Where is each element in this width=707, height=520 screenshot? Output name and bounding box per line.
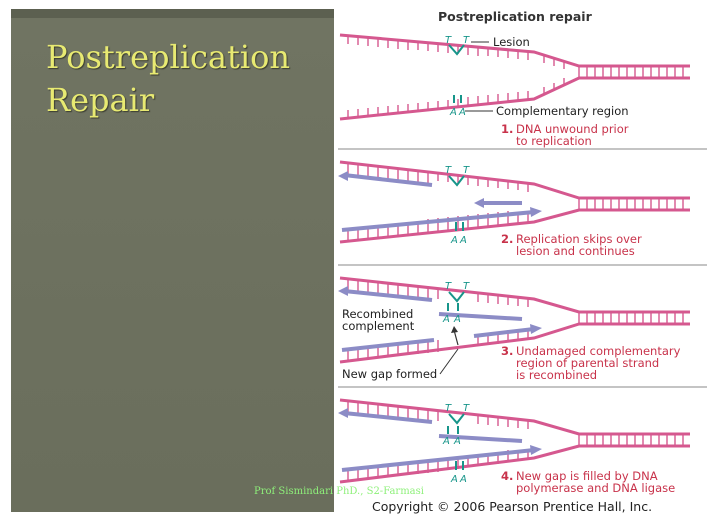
- step-1-text-line-1: DNA unwound prior: [516, 122, 629, 136]
- bottom-strand-bases: [347, 450, 529, 481]
- new-strand-top: [343, 411, 433, 424]
- new-strand-bottom: [341, 210, 535, 232]
- recombined-complement-label-line-1: Recombined: [342, 307, 413, 321]
- panel-3: T T A A Recombined complement New gap fo…: [338, 276, 690, 382]
- recombined-segment: [438, 312, 523, 321]
- slide-title-line-1: Postreplication: [46, 38, 290, 76]
- new-gap-leader-line: [439, 348, 459, 375]
- step-1-text-line-2: to replication: [516, 134, 592, 148]
- panel-1: T T A A Lesion Complementary region 1. D…: [339, 33, 690, 148]
- base-t: T: [463, 165, 470, 176]
- new-strand-top: [343, 173, 433, 187]
- step-3-text-line-1: Undamaged complementary: [516, 344, 681, 358]
- recombined-segment: [438, 434, 523, 443]
- new-strand-bottom-right: [473, 327, 535, 338]
- new-gap-label: New gap formed: [342, 367, 437, 381]
- bottom-strand-bases: [347, 211, 529, 241]
- top-strand-bases: [347, 36, 565, 69]
- top-strand-bases: [347, 163, 529, 192]
- complementary-bases: [455, 222, 464, 231]
- recombined-bases: [447, 426, 459, 434]
- panel-2: T T A A 2. Replication skips over lesion…: [338, 160, 690, 258]
- new-strand-top-arrowhead: [338, 286, 348, 296]
- step-2-number: 2.: [501, 232, 513, 246]
- postreplication-repair-figure: Postreplication repair T T A A Lesion Co…: [334, 0, 707, 520]
- new-strand-bottom-arrowhead: [530, 207, 542, 217]
- thymine-dimer-lesion: [448, 44, 465, 56]
- new-strand-top-arrowhead: [338, 171, 348, 181]
- base-a: A: [450, 235, 458, 246]
- complementary-region-label: Complementary region: [496, 104, 629, 118]
- filled-gap-bases: [455, 461, 464, 470]
- base-t: T: [445, 35, 452, 46]
- step-4-number: 4.: [501, 469, 513, 483]
- base-a: A: [459, 474, 467, 485]
- new-strand-top-arrowhead: [338, 408, 348, 418]
- recombination-arrow: [453, 329, 459, 346]
- base-t: T: [463, 403, 470, 414]
- base-a: A: [442, 436, 450, 447]
- panel-4: T T A A A A 4. New gap is filled by DNA …: [338, 398, 690, 495]
- new-strand-fragment-arrowhead: [474, 198, 484, 208]
- duplex-base-pairs: [578, 312, 684, 324]
- recombination-arrowhead: [451, 326, 458, 333]
- base-a: A: [453, 436, 461, 447]
- base-t: T: [445, 403, 452, 414]
- slide-background: [11, 9, 334, 512]
- base-t: T: [463, 281, 470, 292]
- duplex-base-pairs: [578, 198, 684, 210]
- new-strand-bottom-arrowhead: [530, 324, 542, 334]
- recombined-bases: [447, 303, 459, 311]
- footer-credit: Prof Sismindari PhD., S2-Farmasi: [254, 486, 424, 497]
- top-strand-bases: [347, 401, 529, 429]
- base-a: A: [453, 314, 461, 325]
- repaired-new-strand-arrowhead: [530, 445, 542, 455]
- slide-title-line-2: Repair: [46, 81, 155, 119]
- base-t: T: [445, 165, 452, 176]
- step-3-number: 3.: [501, 344, 513, 358]
- thymine-dimer-lesion: [448, 413, 465, 425]
- base-t: T: [445, 281, 452, 292]
- base-a: A: [449, 107, 457, 118]
- step-2-text-line-2: lesion and continues: [516, 244, 635, 258]
- step-1-number: 1.: [501, 122, 513, 136]
- base-a: A: [442, 314, 450, 325]
- slide-top-bar: [11, 9, 334, 18]
- new-strand-bottom-left: [341, 338, 435, 352]
- step-3-text-line-2: region of parental strand: [516, 356, 659, 370]
- copyright-notice: Copyright © 2006 Pearson Prentice Hall, …: [372, 499, 653, 514]
- lesion-label: Lesion: [493, 35, 530, 49]
- base-a: A: [450, 474, 458, 485]
- duplex-base-pairs: [578, 66, 684, 78]
- thymine-dimer-lesion: [448, 291, 465, 303]
- recombined-complement-label-line-2: complement: [342, 319, 415, 333]
- step-2-text-line-1: Replication skips over: [516, 232, 642, 246]
- step-4-text-line-1: New gap is filled by DNA: [516, 469, 658, 483]
- diagram-svg: Postreplication repair T T A A Lesion Co…: [338, 9, 707, 495]
- base-a: A: [458, 107, 466, 118]
- repaired-new-strand: [341, 448, 535, 472]
- step-4-text-line-2: polymerase and DNA ligase: [516, 481, 675, 495]
- base-t: T: [463, 35, 470, 46]
- base-a: A: [459, 235, 467, 246]
- thymine-dimer-lesion: [448, 175, 465, 187]
- new-strand-top: [343, 289, 433, 302]
- complementary-bases: [453, 95, 462, 103]
- bottom-strand-bases: [347, 78, 565, 118]
- duplex-base-pairs: [578, 434, 684, 446]
- top-strand-bases: [347, 279, 529, 307]
- step-3-text-line-3: is recombined: [516, 368, 597, 382]
- bottom-strand-bases: [347, 330, 529, 361]
- figure-heading: Postreplication repair: [438, 9, 593, 24]
